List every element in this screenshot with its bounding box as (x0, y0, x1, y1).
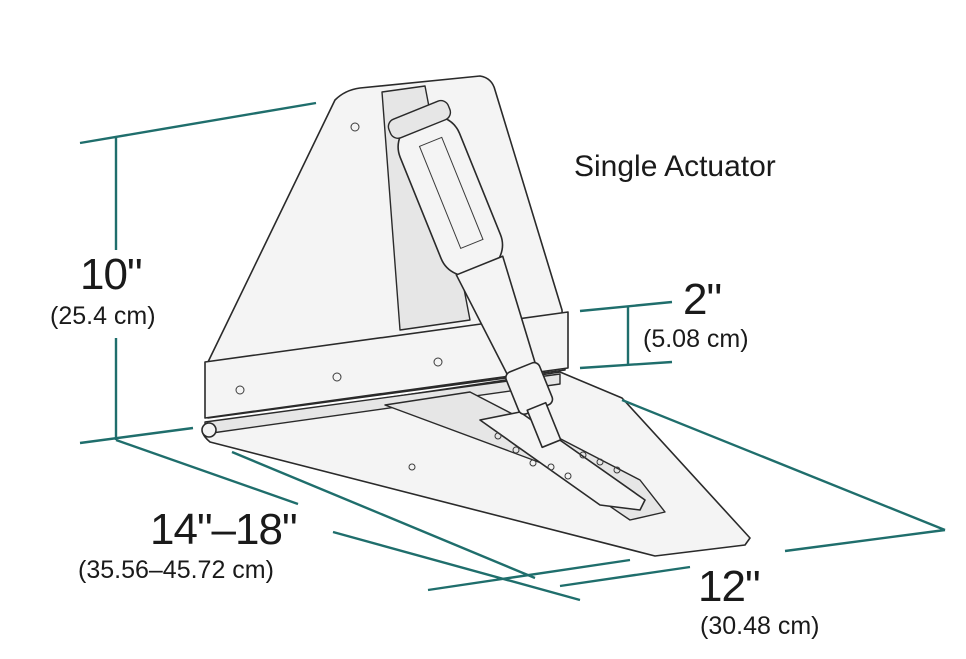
bolt-icon (433, 357, 443, 367)
bolt-icon (235, 385, 245, 395)
plate-hole (408, 463, 416, 471)
actuator-offset-dimension (579, 300, 673, 370)
width-imperial: 12" (698, 562, 761, 611)
length-dimension (115, 438, 581, 602)
length-metric: (35.56–45.72 cm) (78, 556, 274, 584)
width-metric: (30.48 cm) (700, 612, 820, 640)
actuator-rail (479, 411, 646, 511)
actuator-offset-metric: (5.08 cm) (643, 325, 749, 353)
hinge-bar (204, 311, 569, 419)
actuator-offset-imperial: 2" (683, 275, 722, 324)
length-imperial: 14"–18" (150, 505, 298, 554)
width-dimension (427, 398, 946, 592)
bolt-icon (350, 122, 360, 132)
height-dimension (79, 101, 317, 445)
diagram-title: Single Actuator (574, 150, 776, 183)
height-metric: (25.4 cm) (50, 302, 156, 330)
actuator (387, 99, 562, 449)
adjustment-holes (494, 432, 621, 480)
height-imperial: 10" (80, 250, 143, 299)
bolt-icon (332, 372, 342, 382)
